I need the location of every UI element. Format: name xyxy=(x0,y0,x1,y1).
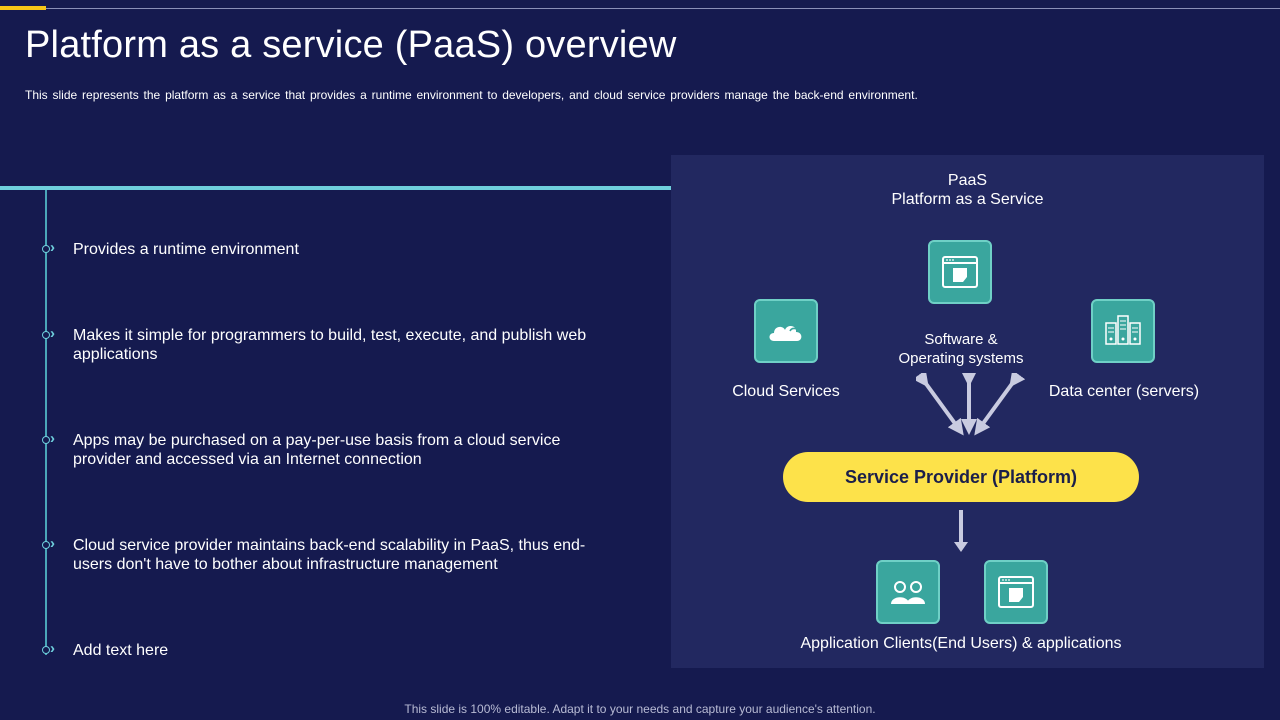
bullet-dot-icon xyxy=(42,541,50,549)
service-provider-pill: Service Provider (Platform) xyxy=(783,452,1139,502)
timeline-line xyxy=(45,190,47,655)
bullet-text: Provides a runtime environment xyxy=(73,241,299,258)
bullet-text: Cloud service provider maintains back-en… xyxy=(73,537,586,573)
bullet-dot-icon xyxy=(42,245,50,253)
bullet-text: Apps may be purchased on a pay-per-use b… xyxy=(73,432,561,468)
software-label: Software & Operating systems xyxy=(871,330,1051,368)
chevron-right-icon: › xyxy=(50,640,55,657)
data-center-label: Data center (servers) xyxy=(1048,383,1200,400)
users-icon xyxy=(876,560,940,624)
software-label-line2: Operating systems xyxy=(898,350,1024,367)
bullet-text: Makes it simple for programmers to build… xyxy=(73,327,587,363)
bullet-dot-icon xyxy=(42,646,50,654)
section-divider xyxy=(0,186,671,190)
diagram-heading: PaaS Platform as a Service xyxy=(671,171,1264,209)
chevron-right-icon: › xyxy=(50,430,55,447)
slide-title: Platform as a service (PaaS) overview xyxy=(25,24,677,66)
clients-label: Application Clients(End Users) & applica… xyxy=(800,635,1122,652)
bullet-dot-icon xyxy=(42,331,50,339)
diagram-heading-line2: Platform as a Service xyxy=(891,191,1044,208)
down-arrow-icon xyxy=(954,510,968,552)
server-rack-icon xyxy=(1091,299,1155,363)
chevron-right-icon: › xyxy=(50,239,55,256)
software-label-line1: Software & xyxy=(924,331,998,348)
cloud-services-label: Cloud Services xyxy=(732,383,840,400)
arrows-to-provider-icon xyxy=(916,373,1026,436)
diagram-heading-line1: PaaS xyxy=(947,172,988,189)
application-window-icon xyxy=(984,560,1048,624)
bullet-text: Add text here xyxy=(73,642,169,659)
software-window-icon xyxy=(928,240,992,304)
chevron-right-icon: › xyxy=(50,535,55,552)
slide-subtitle: This slide represents the platform as a … xyxy=(25,88,918,102)
cloud-icon xyxy=(754,299,818,363)
slide-footer: This slide is 100% editable. Adapt it to… xyxy=(404,702,876,716)
paas-diagram-panel: PaaS Platform as a Service Software & Op… xyxy=(671,155,1264,668)
chevron-right-icon: › xyxy=(50,325,55,342)
top-accent-bar xyxy=(0,6,46,10)
bullet-dot-icon xyxy=(42,436,50,444)
top-divider-line xyxy=(46,8,1280,9)
